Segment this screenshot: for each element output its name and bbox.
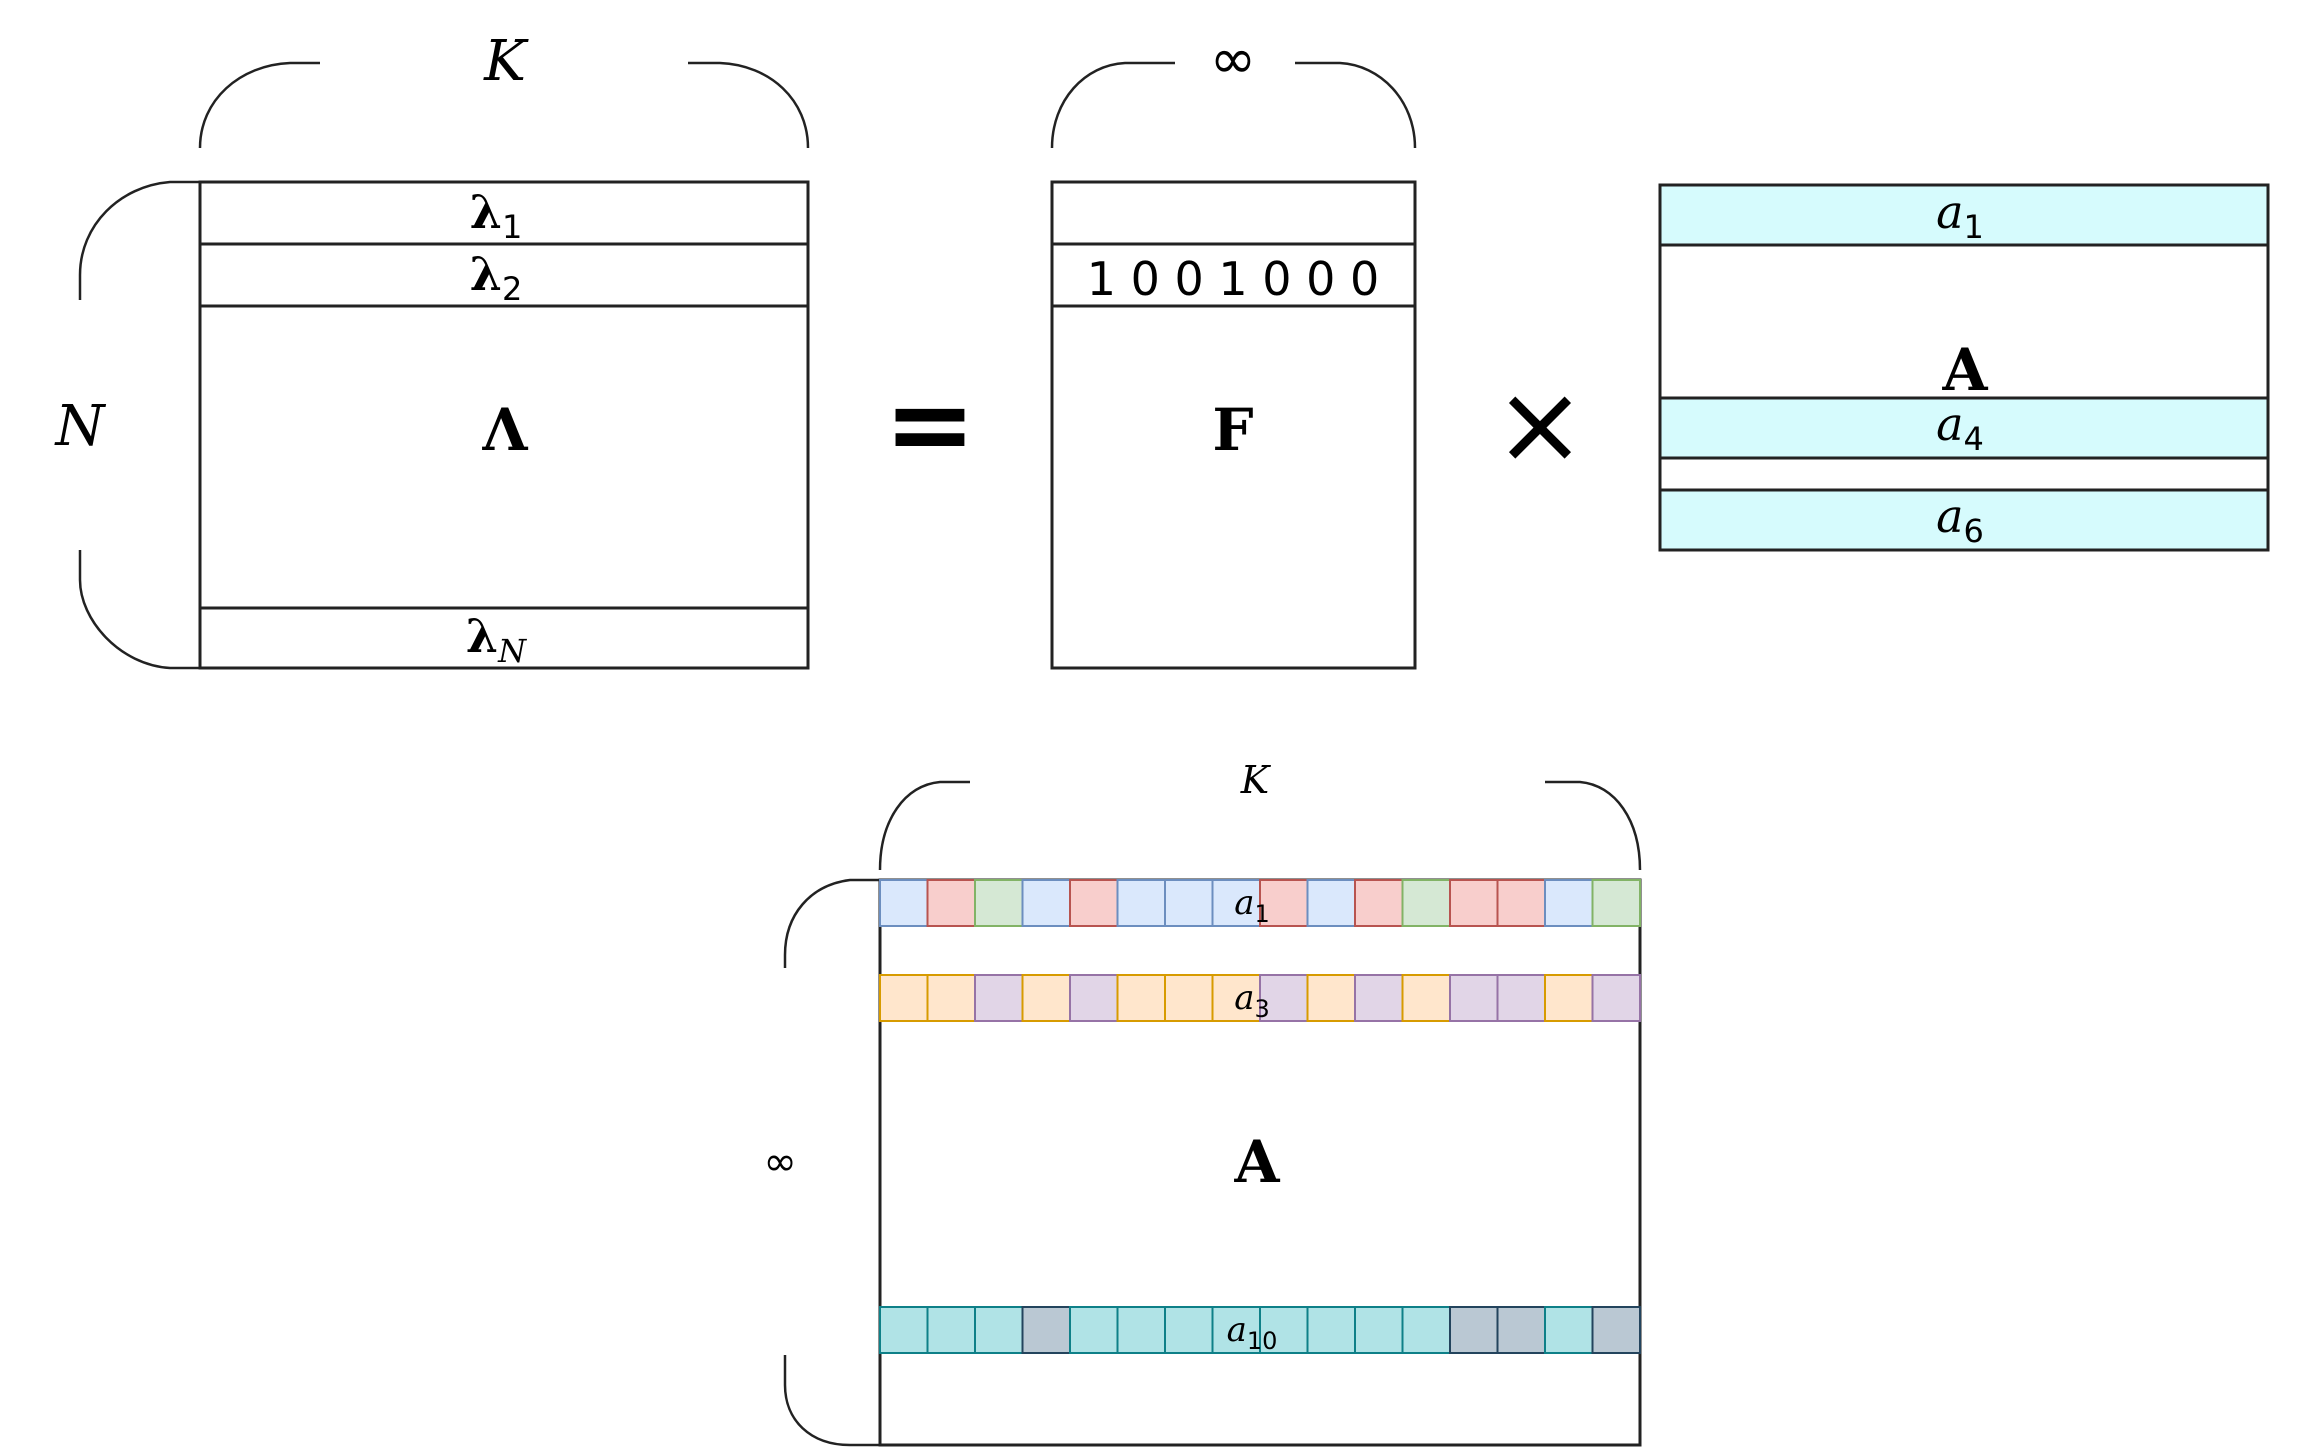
matrix-cell (879, 974, 929, 1022)
a-width-brace (878, 780, 1642, 871)
a-row-1-highlight (1658, 183, 2270, 247)
matrix-cell (1306, 1306, 1356, 1354)
matrix-cell (926, 1306, 976, 1354)
matrix-cell (1354, 974, 1404, 1022)
lambda-width-label: K (483, 29, 529, 94)
a-selected-center-label: A (1941, 336, 1988, 404)
lambda-row-1-label: λ1 (470, 185, 523, 246)
a-width-label: K (1240, 758, 1272, 802)
matrix-cell (1496, 974, 1546, 1022)
lambda-row-2-label: λ2 (470, 247, 523, 308)
matrix-cell (1591, 1306, 1641, 1354)
a-height-brace (783, 878, 880, 1447)
times-symbol: × (1494, 360, 1586, 488)
matrix-cell (1259, 974, 1309, 1022)
a-full-row-label: a1 (1234, 883, 1270, 928)
matrix-cell (1496, 879, 1546, 927)
matrix-cell (1544, 879, 1594, 927)
matrix-cell (1211, 1306, 1261, 1354)
a-row-6-highlight (1658, 488, 2270, 552)
a-row-6-label: a6 (1936, 489, 1984, 550)
matrix-cell (1449, 879, 1499, 927)
matrix-cell (1164, 879, 1214, 927)
matrix-cell (1544, 1306, 1594, 1354)
lambda-height-brace (78, 180, 200, 670)
a-full-row-label: a10 (1227, 1310, 1278, 1355)
a-height-label: ∞ (763, 1139, 796, 1185)
a-matrix-selected: a1 A a4 a6 (1658, 183, 2270, 552)
matrix-cell (1544, 974, 1594, 1022)
lambda-height-label: N (54, 394, 107, 459)
matrix-cell (1069, 974, 1119, 1022)
lambda-width-brace (198, 61, 810, 149)
matrix-cell (1306, 974, 1356, 1022)
a-full-center-label: A (1233, 1128, 1280, 1196)
matrix-cell (1116, 1306, 1166, 1354)
matrix-cell (974, 879, 1024, 927)
matrix-cell (1449, 1306, 1499, 1354)
matrix-cell (926, 974, 976, 1022)
a-row-4-highlight (1658, 396, 2270, 460)
matrix-cell (1116, 974, 1166, 1022)
matrix-cell (1211, 974, 1261, 1022)
matrix-cell (879, 879, 929, 927)
matrix-cell (1401, 974, 1451, 1022)
a-row-1-label: a1 (1936, 185, 1984, 246)
f-box (1050, 180, 1417, 670)
a-row-4-label: a4 (1936, 397, 1984, 458)
matrix-cell (1164, 1306, 1214, 1354)
a-matrix-full: K ∞ a1 a3 a10 A (763, 758, 1642, 1447)
matrix-cell (926, 879, 976, 927)
f-width-label: ∞ (1210, 27, 1257, 92)
matrix-cell (1496, 1306, 1546, 1354)
a-full-row-label: a3 (1234, 978, 1270, 1023)
f-width-brace (1050, 61, 1417, 149)
matrix-cell (1021, 1306, 1071, 1354)
matrix-cell (1449, 974, 1499, 1022)
matrix-cell (879, 1306, 929, 1354)
lambda-last-row-label: λN (466, 609, 527, 670)
matrix-cell (1591, 974, 1641, 1022)
matrix-cell (1069, 879, 1119, 927)
matrix-cell (1354, 879, 1404, 927)
matrix-cell (1116, 879, 1166, 927)
matrix-cell (1591, 879, 1641, 927)
lambda-center-label: Λ (481, 396, 528, 464)
matrix-cell (1354, 1306, 1404, 1354)
matrix-cell (1069, 1306, 1119, 1354)
lambda-matrix: K N λ1 λ2 Λ λN (54, 29, 810, 670)
matrix-cell (1259, 879, 1309, 927)
matrix-cell (1021, 974, 1071, 1022)
matrix-cell (974, 974, 1024, 1022)
equals-symbol: = (884, 360, 976, 488)
matrix-cell (1164, 974, 1214, 1022)
f-center-label: F (1212, 396, 1253, 464)
lambda-box (198, 180, 810, 670)
matrix-cell (1021, 879, 1071, 927)
matrix-cell (1401, 879, 1451, 927)
matrix-cell (974, 1306, 1024, 1354)
a-full-cell-rows: a1 a3 a10 (879, 879, 1641, 1355)
f-matrix: ∞ 1 0 0 1 0 0 0 F (1050, 27, 1417, 670)
matrix-cell (1401, 1306, 1451, 1354)
matrix-cell (1211, 879, 1261, 927)
f-binary-row: 1 0 0 1 0 0 0 (1087, 252, 1380, 306)
matrix-cell (1306, 879, 1356, 927)
